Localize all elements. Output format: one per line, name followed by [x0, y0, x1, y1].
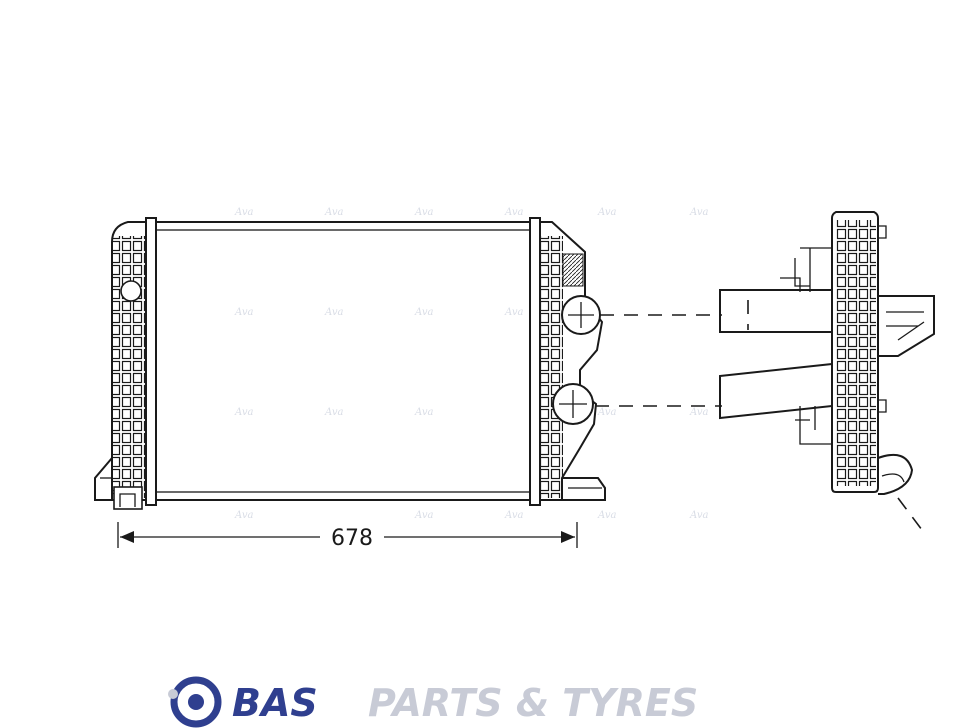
core-side-profile	[831, 211, 887, 493]
width-dimension: 678	[117, 522, 578, 551]
mounting-bracket	[878, 295, 935, 357]
svg-text:Ava: Ava	[504, 307, 523, 318]
svg-text:Ava: Ava	[414, 207, 433, 218]
svg-text:Ava: Ava	[597, 207, 616, 218]
width-dimension-label: 678	[331, 526, 373, 551]
svg-text:Ava: Ava	[597, 510, 616, 521]
svg-text:Ava: Ava	[597, 407, 616, 418]
svg-text:Ava: Ava	[324, 407, 343, 418]
svg-text:Ava: Ava	[414, 510, 433, 521]
svg-text:Ava: Ava	[234, 207, 253, 218]
svg-text:Ava: Ava	[504, 207, 523, 218]
svg-text:Ava: Ava	[234, 407, 253, 418]
svg-text:Ava: Ava	[504, 510, 523, 521]
svg-text:Ava: Ava	[689, 510, 708, 521]
logo-wordmark: BAS PARTS & TYRES	[232, 681, 698, 725]
logo-brand: BAS	[232, 681, 318, 725]
left-tank-port	[120, 280, 142, 302]
upper-pipe-side	[719, 289, 833, 333]
svg-text:Ava: Ava	[689, 407, 708, 418]
left-tank	[94, 221, 147, 510]
side-view	[719, 211, 935, 531]
right-tank	[539, 221, 606, 501]
svg-text:Ava: Ava	[414, 307, 433, 318]
radiator-core	[155, 221, 531, 501]
front-view	[94, 217, 722, 510]
svg-text:Ava: Ava	[414, 407, 433, 418]
lower-outlet-port	[552, 383, 594, 425]
logo-tagline: PARTS & TYRES	[368, 681, 698, 725]
svg-text:Ava: Ava	[324, 207, 343, 218]
svg-text:Ava: Ava	[324, 307, 343, 318]
bas-emblem-icon	[168, 676, 222, 728]
company-logo: BAS PARTS & TYRES	[160, 672, 820, 728]
upper-outlet-port	[561, 295, 601, 335]
svg-text:Ava: Ava	[234, 510, 253, 521]
svg-text:Ava: Ava	[234, 307, 253, 318]
svg-text:Ava: Ava	[689, 207, 708, 218]
hose-bend	[877, 454, 914, 495]
projection-line-hose	[897, 497, 923, 531]
left-side-plate	[145, 217, 157, 506]
right-side-plate	[529, 217, 541, 506]
